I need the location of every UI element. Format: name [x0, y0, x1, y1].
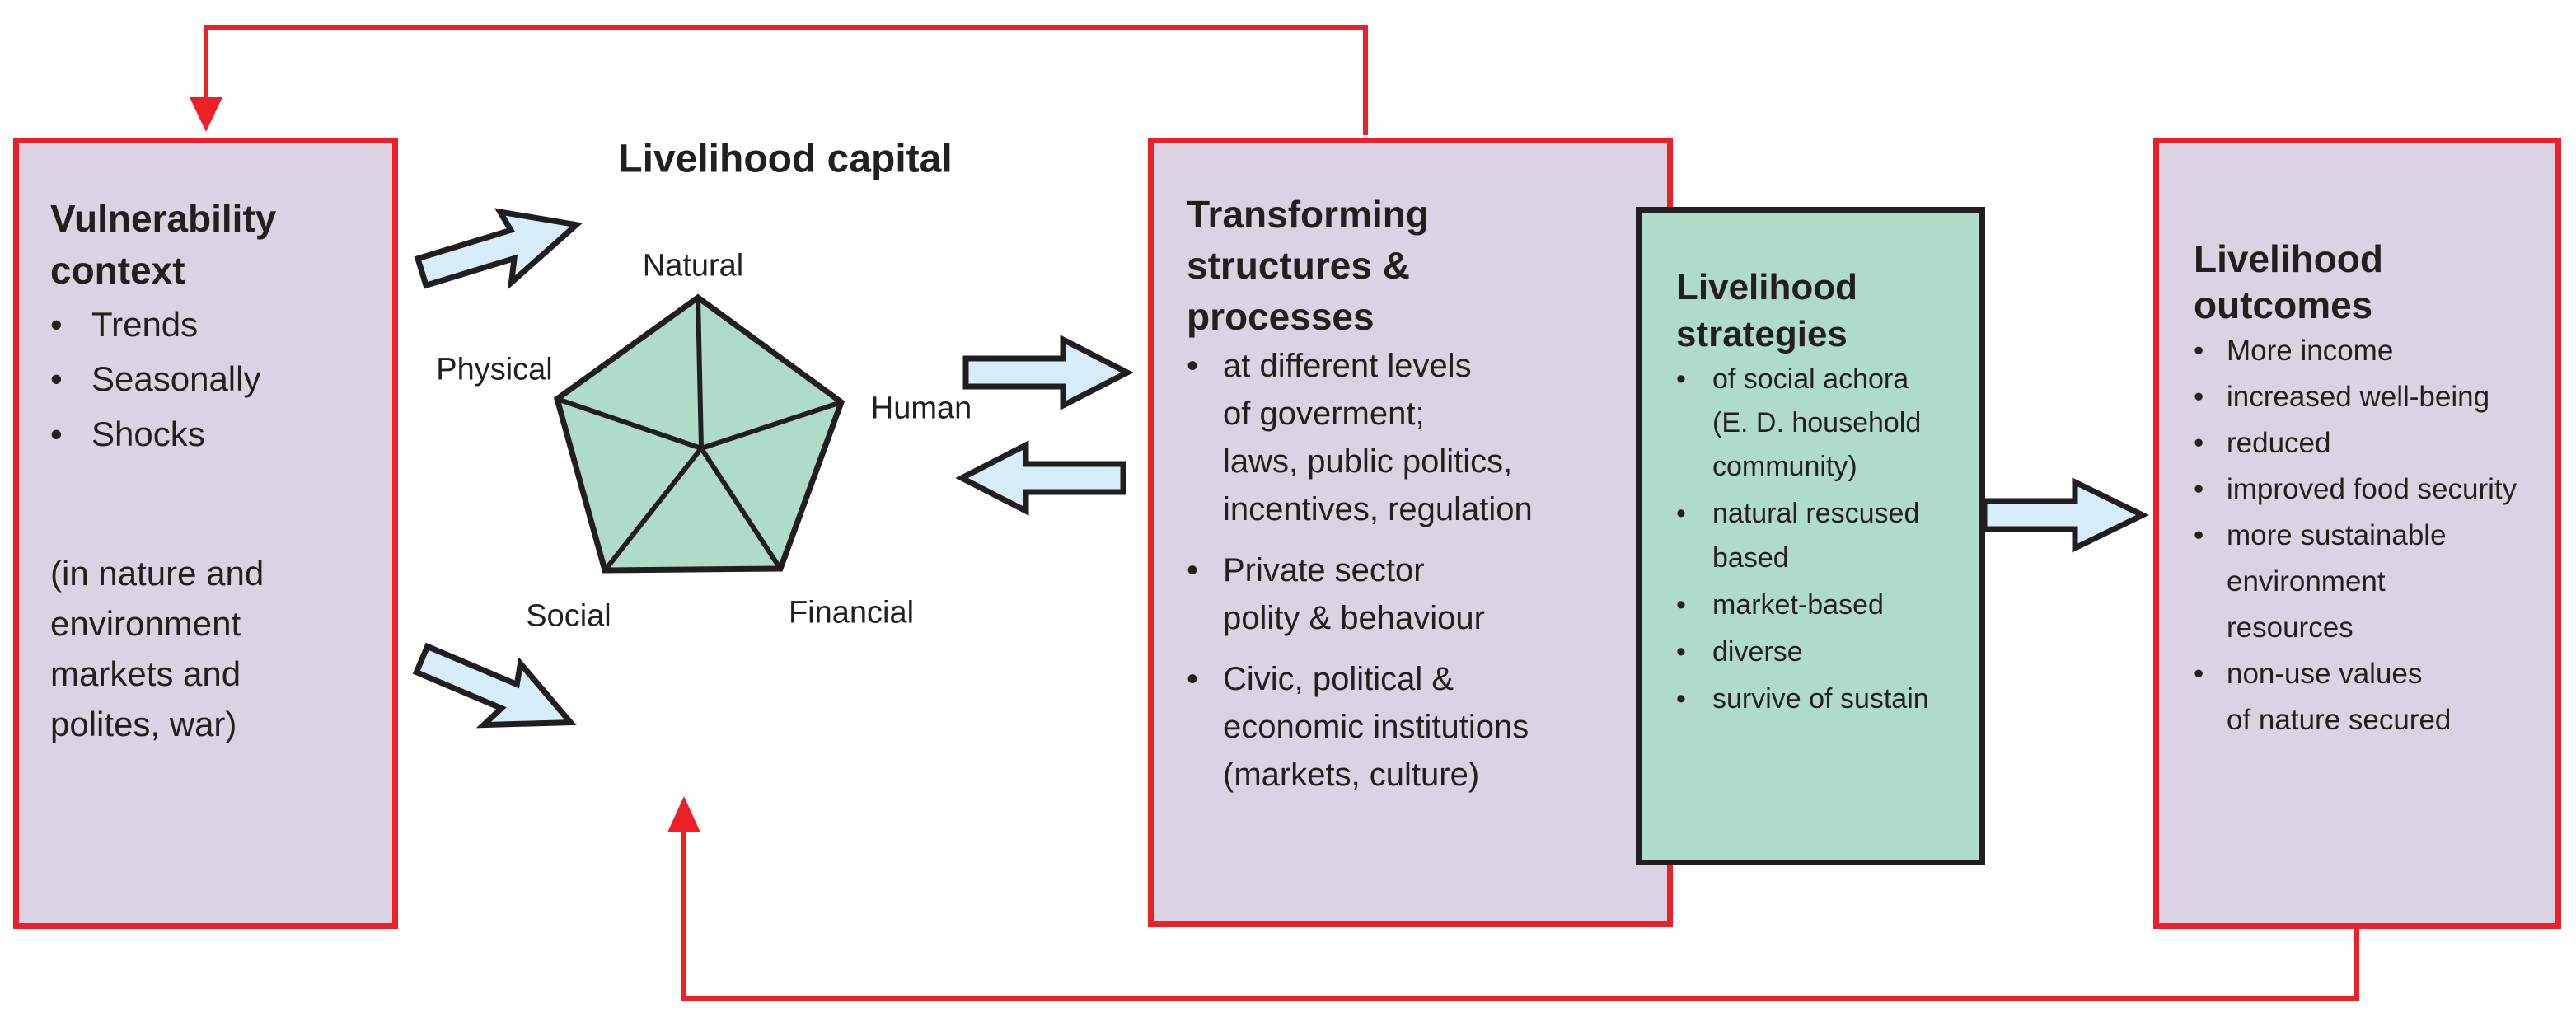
feedback-line-top [204, 25, 1368, 135]
outcomes-list: More income increased well-being reduced… [2194, 328, 2549, 743]
list-item: at different levels of goverment; laws, … [1187, 342, 1659, 533]
list-item: increased well-being [2194, 374, 2549, 420]
list-item: Shocks [50, 407, 376, 462]
strategies-title: Livelihood strategies [1676, 267, 1857, 355]
transforming-title: Transforming structures & processes [1187, 193, 1429, 339]
arrow-transforming-to-capital-icon [955, 440, 1126, 516]
list-item: non-use values of nature secured [2194, 651, 2549, 743]
list-item: of social achora (E. D. household commun… [1676, 358, 1968, 489]
pentagon-label-financial: Financial [788, 595, 915, 630]
vulnerability-list: Trends Seasonally Shocks [50, 298, 376, 462]
feedback-arrowhead-up-icon [667, 796, 700, 832]
list-item: natural rescused based [1676, 492, 1968, 579]
list-item: reduced [2194, 420, 2549, 466]
vulnerability-context-box: Vulnerability context Trends Seasonally … [13, 138, 398, 929]
livelihood-strategies-box: Livelihood strategies of social achora (… [1636, 207, 1985, 865]
pentagon-label-natural: Natural [642, 248, 744, 284]
pentagon-label-physical: Physical [436, 352, 553, 387]
strategies-list: of social achora (E. D. household commun… [1676, 358, 1968, 720]
list-item: survive of sustain [1676, 677, 1968, 721]
list-item: Seasonally [50, 352, 376, 407]
arrow-strategies-to-outcomes-icon [1981, 477, 2149, 553]
arrow-capital-to-transforming-icon [962, 335, 1134, 410]
capital-pentagon [553, 293, 845, 574]
vulnerability-note: (in nature and environment markets and p… [50, 554, 265, 743]
arrow-vulnerability-to-capital-lower-icon [412, 642, 577, 729]
list-item: More income [2194, 328, 2549, 374]
transforming-structures-box: Transforming structures & processes at d… [1148, 138, 1673, 927]
feedback-line-bottom [681, 829, 2359, 1001]
list-item: Civic, political & economic institutions… [1187, 655, 1659, 799]
outcomes-title: Livelihood outcomes [2194, 237, 2383, 327]
list-item: improved food security [2194, 466, 2549, 513]
arrow-vulnerability-to-capital-icon [414, 208, 583, 290]
pentagon-label-human: Human [870, 391, 972, 426]
list-item: Private sector polity & behaviour [1187, 546, 1659, 642]
list-item: Trends [50, 298, 376, 353]
feedback-arrowhead-down-icon [190, 97, 222, 132]
livelihood-outcomes-box: Livelihood outcomes More income increase… [2153, 138, 2561, 929]
list-item: market-based [1676, 583, 1968, 627]
pentagon-spokes [556, 297, 842, 572]
list-item: diverse [1676, 630, 1968, 674]
livelihood-capital-title: Livelihood capital [618, 137, 953, 181]
list-item: more sustainable environment resources [2194, 513, 2549, 651]
vulnerability-title: Vulnerability context [50, 197, 277, 293]
pentagon-label-social: Social [526, 598, 611, 634]
transforming-list: at different levels of goverment; laws, … [1187, 342, 1659, 799]
